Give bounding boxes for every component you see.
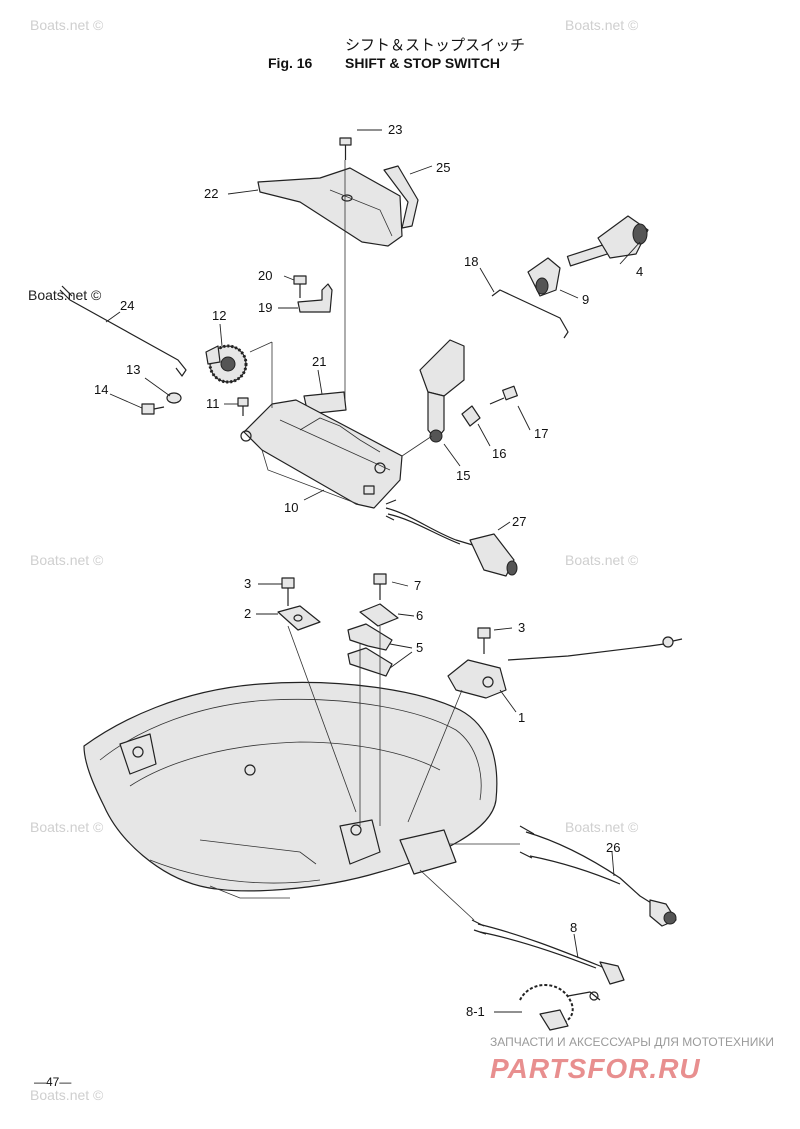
callout-label: 10 xyxy=(284,500,298,515)
shift-lever-assembly xyxy=(59,129,649,577)
callout-label: 8 xyxy=(570,920,577,935)
part-7-bolt xyxy=(373,573,387,600)
watermark-layer: Boats.net © Boats.net © Boats.net © Boat… xyxy=(30,17,639,1103)
callout-label: 27 xyxy=(512,514,526,529)
part-26-cable xyxy=(519,825,677,927)
part-24-rod xyxy=(59,289,187,377)
title-japanese: シフト＆ストップスイッチ xyxy=(345,37,525,54)
callout-label: 24 xyxy=(120,298,134,313)
part-16-sleeve xyxy=(461,405,481,427)
watermark: Boats.net © xyxy=(565,17,639,33)
callout-label: 15 xyxy=(456,468,470,483)
part-10-base xyxy=(243,399,403,509)
callout-label: 9 xyxy=(582,292,589,307)
part-11-bolt xyxy=(237,397,249,416)
callout-label: 3 xyxy=(244,576,251,591)
part-8-harness xyxy=(471,919,625,985)
callout-label: 22 xyxy=(204,186,218,201)
part-17-bolt xyxy=(489,385,518,405)
callout-label: 20 xyxy=(258,268,272,283)
callout-label: 6 xyxy=(416,608,423,623)
watermark: Boats.net © xyxy=(565,552,639,568)
part-2-plate xyxy=(277,605,321,631)
part-20-bolt xyxy=(293,275,307,298)
callout-label: 1 xyxy=(518,710,525,725)
part-15-shift-lever xyxy=(419,339,465,443)
callout-label: 11 xyxy=(206,396,220,411)
callout-label: 5 xyxy=(416,640,423,655)
callout-label: 19 xyxy=(258,300,272,315)
callout-label: 7 xyxy=(414,578,421,593)
watermark: Boats.net © xyxy=(30,17,104,33)
part-6-plate xyxy=(359,603,399,627)
part-8-1-lanyard xyxy=(519,984,601,1031)
part-1-bracket xyxy=(447,659,507,699)
callout-label: 26 xyxy=(606,840,620,855)
callout-label: 23 xyxy=(388,122,402,137)
partsfor-advert: ЗАПЧАСТИ И АКСЕССУАРЫ ДЛЯ МОТОТЕХНИКИ PA… xyxy=(490,1035,774,1084)
callout-label: 14 xyxy=(94,382,108,397)
part-25-pad xyxy=(383,165,419,229)
callout-label: 2 xyxy=(244,606,251,621)
callout-label: 3 xyxy=(518,620,525,635)
part-18-rod xyxy=(491,289,569,339)
part-23-bolt xyxy=(339,137,352,160)
watermark: Boats.net © xyxy=(565,819,639,835)
part-27-neutral-switch xyxy=(385,499,518,577)
advert-brand-logo: PARTSFOR.RU xyxy=(490,1053,701,1084)
watermark: Boats.net © xyxy=(30,552,104,568)
part-3-bolt xyxy=(281,577,295,606)
part-13-washer xyxy=(166,392,182,404)
callout-label: 25 xyxy=(436,160,450,175)
callout-label: 17 xyxy=(534,426,548,441)
shift-cable xyxy=(507,643,665,661)
part-9-cap xyxy=(527,257,561,297)
part-5-clamp xyxy=(347,647,393,677)
callout-label: 13 xyxy=(126,362,140,377)
watermark: Boats.net © xyxy=(30,819,104,835)
part-22-cover xyxy=(257,167,403,247)
figure-number: Fig. 16 xyxy=(268,55,313,71)
page-number: —47— xyxy=(34,1075,71,1089)
part-4-stop-switch xyxy=(566,215,649,267)
callout-label: 4 xyxy=(636,264,643,279)
callout-label: 12 xyxy=(212,308,226,323)
bottom-cowl-assembly xyxy=(83,573,683,1031)
callout-label: 21 xyxy=(312,354,326,369)
part-12-gear xyxy=(205,344,248,384)
callout-label: 8-1 xyxy=(466,1004,485,1019)
part-19-bracket xyxy=(297,283,333,313)
advert-tagline: ЗАПЧАСТИ И АКСЕССУАРЫ ДЛЯ МОТОТЕХНИКИ xyxy=(490,1035,774,1049)
callout-layer: 23 25 22 4 18 20 9 24 19 12 21 13 14 11 … xyxy=(94,122,643,1019)
bottom-cowl xyxy=(83,681,498,892)
part-5-clamp xyxy=(347,623,393,651)
callout-label: 18 xyxy=(464,254,478,269)
part-14-bolt xyxy=(141,403,165,415)
part-3-bolt-right xyxy=(477,627,491,654)
callout-label: 16 xyxy=(492,446,506,461)
watermark: Boats.net © xyxy=(30,1087,104,1103)
figure-title: SHIFT & STOP SWITCH xyxy=(345,55,500,71)
